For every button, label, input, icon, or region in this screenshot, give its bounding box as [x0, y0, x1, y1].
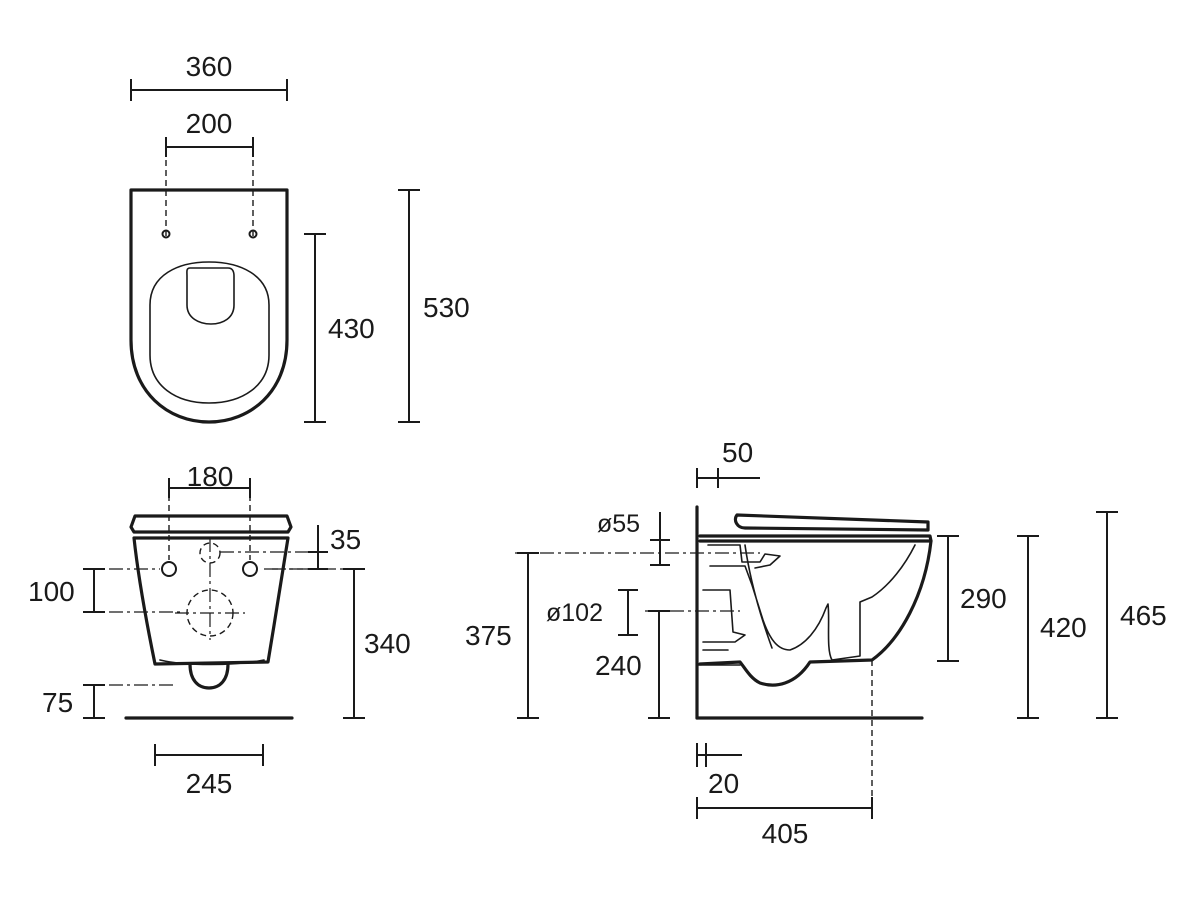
dimension-label-outlet-height: 240: [595, 650, 642, 681]
front-view-seat: [129, 514, 293, 534]
side-view: 50 ø55 ø102 375 240 290 420: [465, 437, 1167, 849]
dimension-label-projection: 405: [762, 818, 809, 849]
front-view: 180 35 100 340 75 245: [28, 461, 411, 799]
dimension-label-wall-offset: 50: [722, 437, 753, 468]
side-view-seat: [733, 513, 930, 532]
dimension-label-base-width: 245: [186, 768, 233, 799]
front-view-fixing-hole-right: [242, 561, 258, 577]
dimension-label-seat-height: 465: [1120, 600, 1167, 631]
dimension-label-rim-depth: 290: [960, 583, 1007, 614]
dimension-label-outlet-diameter: ø102: [546, 599, 603, 627]
dimension-label-fixing-spacing-top: 200: [186, 108, 233, 139]
front-view-outlet-bulb: [188, 662, 230, 690]
dimension-label-floor-clearance: 75: [42, 687, 73, 718]
top-view-flush-opening: [186, 267, 235, 325]
top-view: 360 200 430 530: [129, 51, 470, 424]
side-view-pan-outer: [698, 539, 933, 687]
dimension-label-pan-height: 340: [364, 628, 411, 659]
front-view-pan: [132, 536, 290, 666]
dimension-label-bowl-length: 430: [328, 313, 375, 344]
dimension-label-fixing-to-outlet: 100: [28, 576, 75, 607]
front-view-fixing-hole-left: [161, 561, 177, 577]
dimension-label-overall-width: 360: [186, 51, 233, 82]
dimension-label-seat-to-fixing: 35: [330, 524, 361, 555]
dimension-label-inlet-height: 375: [465, 620, 512, 651]
dimension-label-base-offset: 20: [708, 768, 739, 799]
top-view-outline: [129, 188, 289, 424]
dimension-label-fixing-spacing-front: 180: [187, 461, 234, 492]
dimension-label-overall-length: 530: [423, 292, 470, 323]
top-view-seat-opening: [149, 261, 270, 404]
dimension-label-inlet-diameter: ø55: [597, 510, 640, 538]
side-view-trap: [709, 544, 916, 661]
dimension-label-rim-height: 420: [1040, 612, 1087, 643]
